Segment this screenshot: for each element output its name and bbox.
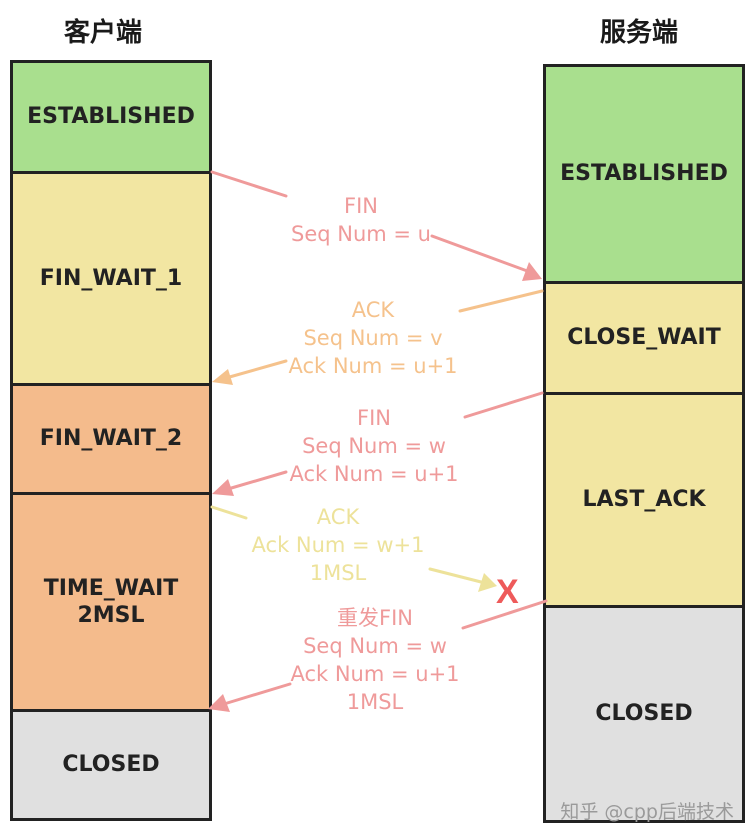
lost-packet-x-mark: X xyxy=(496,573,519,611)
message-line: Ack Num = u+1 xyxy=(289,462,459,486)
message-line: FIN xyxy=(344,194,378,218)
message-line: Ack Num = u+1 xyxy=(288,354,458,378)
message-line: Ack Num = u+1 xyxy=(290,662,460,686)
arrow-ack-2-lost xyxy=(210,505,497,592)
message-line: Seq Num = u xyxy=(291,222,431,246)
message-line: ACK xyxy=(351,298,395,322)
server-state-established: ESTABLISHED xyxy=(543,64,745,284)
client-state-fin-wait-1: FIN_WAIT_1 xyxy=(10,171,212,386)
message-ack-1-label: ACK Seq Num = v Ack Num = u+1 xyxy=(288,296,457,380)
arrow-ack-1 xyxy=(212,289,544,385)
message-line: Seq Num = w xyxy=(302,434,446,458)
watermark: 知乎 @cpp后端技术 xyxy=(560,801,734,823)
message-ack-2-label: ACK Ack Num = w+1 1MSL xyxy=(252,503,425,587)
message-line: FIN xyxy=(357,406,391,430)
message-line: Ack Num = w+1 xyxy=(251,533,425,557)
client-state-closed: CLOSED xyxy=(10,709,212,821)
message-line: Seq Num = w xyxy=(303,634,447,658)
message-fin-resend-label: 重发FIN Seq Num = w Ack Num = u+1 1MSL xyxy=(290,604,459,716)
message-line: ACK xyxy=(316,505,360,529)
server-state-closed: CLOSED xyxy=(543,605,745,823)
message-line: 1MSL xyxy=(309,561,367,585)
message-line: 1MSL xyxy=(346,690,404,714)
message-line: 重发FIN xyxy=(337,606,413,630)
server-state-close-wait: CLOSE_WAIT xyxy=(543,281,745,395)
client-state-established: ESTABLISHED xyxy=(10,60,212,174)
message-fin-2-label: FIN Seq Num = w Ack Num = u+1 xyxy=(289,404,458,488)
message-line: Seq Num = v xyxy=(303,326,443,350)
arrow-fin xyxy=(210,170,542,281)
message-fin-label: FIN Seq Num = u xyxy=(291,192,431,248)
client-state-time-wait: TIME_WAIT 2MSL xyxy=(10,492,212,712)
arrow-fin-2 xyxy=(212,391,544,496)
client-title: 客户端 xyxy=(64,18,143,48)
arrow-fin-resend xyxy=(208,599,548,712)
server-title: 服务端 xyxy=(600,18,679,48)
